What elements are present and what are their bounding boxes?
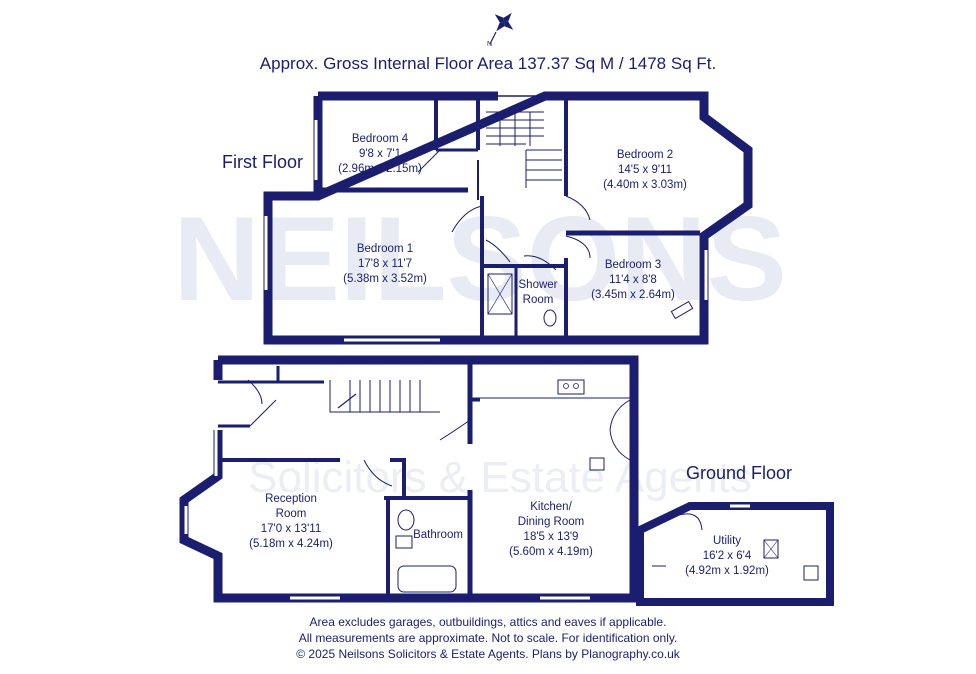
room-shower-room: Shower Room	[514, 278, 562, 308]
room-name-line-2: Room	[275, 508, 307, 520]
room-bathroom: Bathroom	[404, 528, 472, 543]
compass-icon: N	[487, 12, 514, 48]
first-floor-walls	[263, 91, 753, 345]
ground-floor-label: Ground Floor	[686, 463, 793, 483]
room-name-line-2: Room	[522, 294, 554, 306]
room-name: Bedroom 4	[351, 133, 409, 145]
room-bedroom-1: Bedroom 1 17'8 x 11'7 (5.38m x 3.52m)	[330, 242, 440, 287]
room-name-line-1: Shower	[518, 279, 558, 291]
footer-line-2: All measurements are approximate. Not to…	[298, 631, 678, 645]
room-kitchen-dining: Kitchen/ Dining Room 18'5 x 13'9 (5.60m …	[496, 500, 606, 560]
room-bedroom-2: Bedroom 2 14'5 x 9'11 (4.40m x 3.03m)	[590, 148, 700, 193]
room-metric: (3.45m x 2.64m)	[591, 289, 675, 301]
ground-floor-walls	[179, 355, 834, 606]
room-name: Bedroom 2	[616, 149, 674, 161]
room-name-line-1: Reception	[265, 493, 317, 505]
room-name: Bathroom	[413, 529, 463, 541]
room-metric: (5.38m x 3.52m)	[343, 273, 427, 285]
footer-line-1: Area excludes garages, outbuildings, att…	[309, 615, 667, 629]
room-imperial: 9'8 x 7'1	[358, 148, 402, 160]
room-reception: Reception Room 17'0 x 13'11 (5.18m x 4.2…	[236, 492, 346, 552]
room-imperial: 16'2 x 6'4	[702, 550, 752, 562]
room-bedroom-3: Bedroom 3 11'4 x 8'8 (3.45m x 2.64m)	[578, 258, 688, 303]
room-bedroom-4: Bedroom 4 9'8 x 7'1 (2.96m x 2.15m)	[330, 132, 430, 177]
room-name-line-2: Dining Room	[517, 516, 585, 528]
room-utility: Utility 16'2 x 6'4 (4.92m x 1.92m)	[672, 534, 782, 579]
first-floor-label: First Floor	[222, 152, 303, 172]
room-name: Utility	[712, 535, 742, 547]
room-imperial: 11'4 x 8'8	[609, 274, 657, 286]
room-imperial: 17'8 x 11'7	[357, 258, 413, 270]
floor-area-title: Approx. Gross Internal Floor Area 137.37…	[259, 54, 717, 73]
room-metric: (4.40m x 3.03m)	[603, 179, 687, 191]
room-metric: (5.60m x 4.19m)	[509, 546, 593, 558]
room-metric: (5.18m x 4.24m)	[249, 538, 333, 550]
room-metric: (4.92m x 1.92m)	[685, 565, 769, 577]
room-imperial: 17'0 x 13'11	[260, 523, 322, 535]
room-imperial: 14'5 x 9'11	[617, 164, 673, 176]
svg-text:N: N	[487, 41, 492, 48]
room-imperial: 18'5 x 13'9	[523, 531, 579, 543]
room-name-line-1: Kitchen/	[530, 501, 572, 513]
room-name: Bedroom 1	[356, 243, 414, 255]
room-metric: (2.96m x 2.15m)	[338, 163, 422, 175]
footer-notes: Area excludes garages, outbuildings, att…	[0, 614, 976, 662]
footer-line-3: © 2025 Neilsons Solicitors & Estate Agen…	[296, 647, 680, 661]
room-name: Bedroom 3	[604, 259, 662, 271]
